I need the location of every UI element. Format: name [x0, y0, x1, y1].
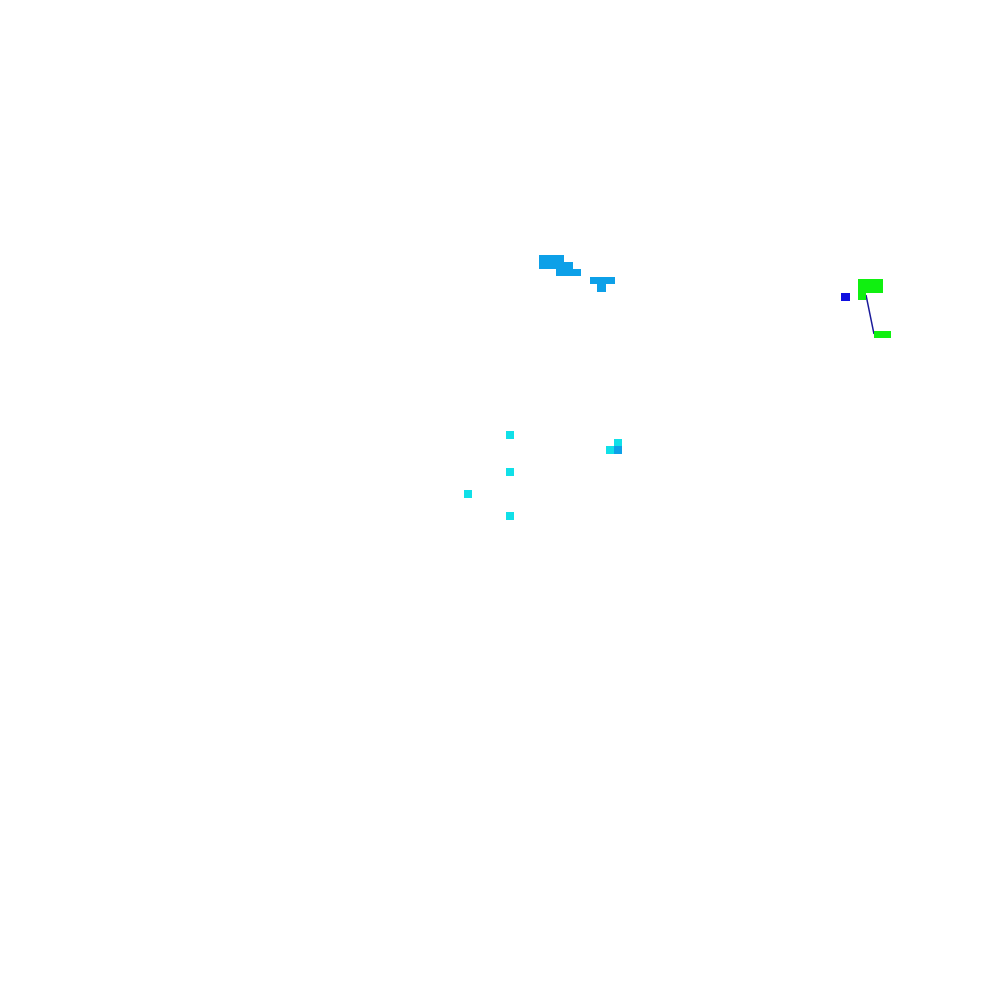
cyan-pixel: [506, 512, 514, 520]
blue-pixel: [841, 293, 850, 301]
cyan-pixel: [464, 490, 472, 498]
green-block: [858, 279, 883, 293]
cyan-pixel: [614, 439, 622, 446]
cyan-pixel: [506, 468, 514, 476]
green-block: [874, 331, 891, 338]
cyan-scatter: [464, 431, 622, 520]
cyan-pixel: [506, 431, 514, 439]
cyan-pixel: [606, 446, 614, 454]
green-blue-marker: [841, 279, 891, 338]
sky-blue-cluster: [539, 255, 622, 454]
green-block: [858, 292, 866, 300]
sky-blue-block: [556, 262, 573, 276]
sky-blue-block: [614, 446, 622, 454]
sky-blue-block: [570, 269, 581, 276]
sky-blue-block: [590, 277, 615, 284]
sky-blue-block: [597, 283, 606, 292]
navy-connector-line: [865, 294, 875, 335]
